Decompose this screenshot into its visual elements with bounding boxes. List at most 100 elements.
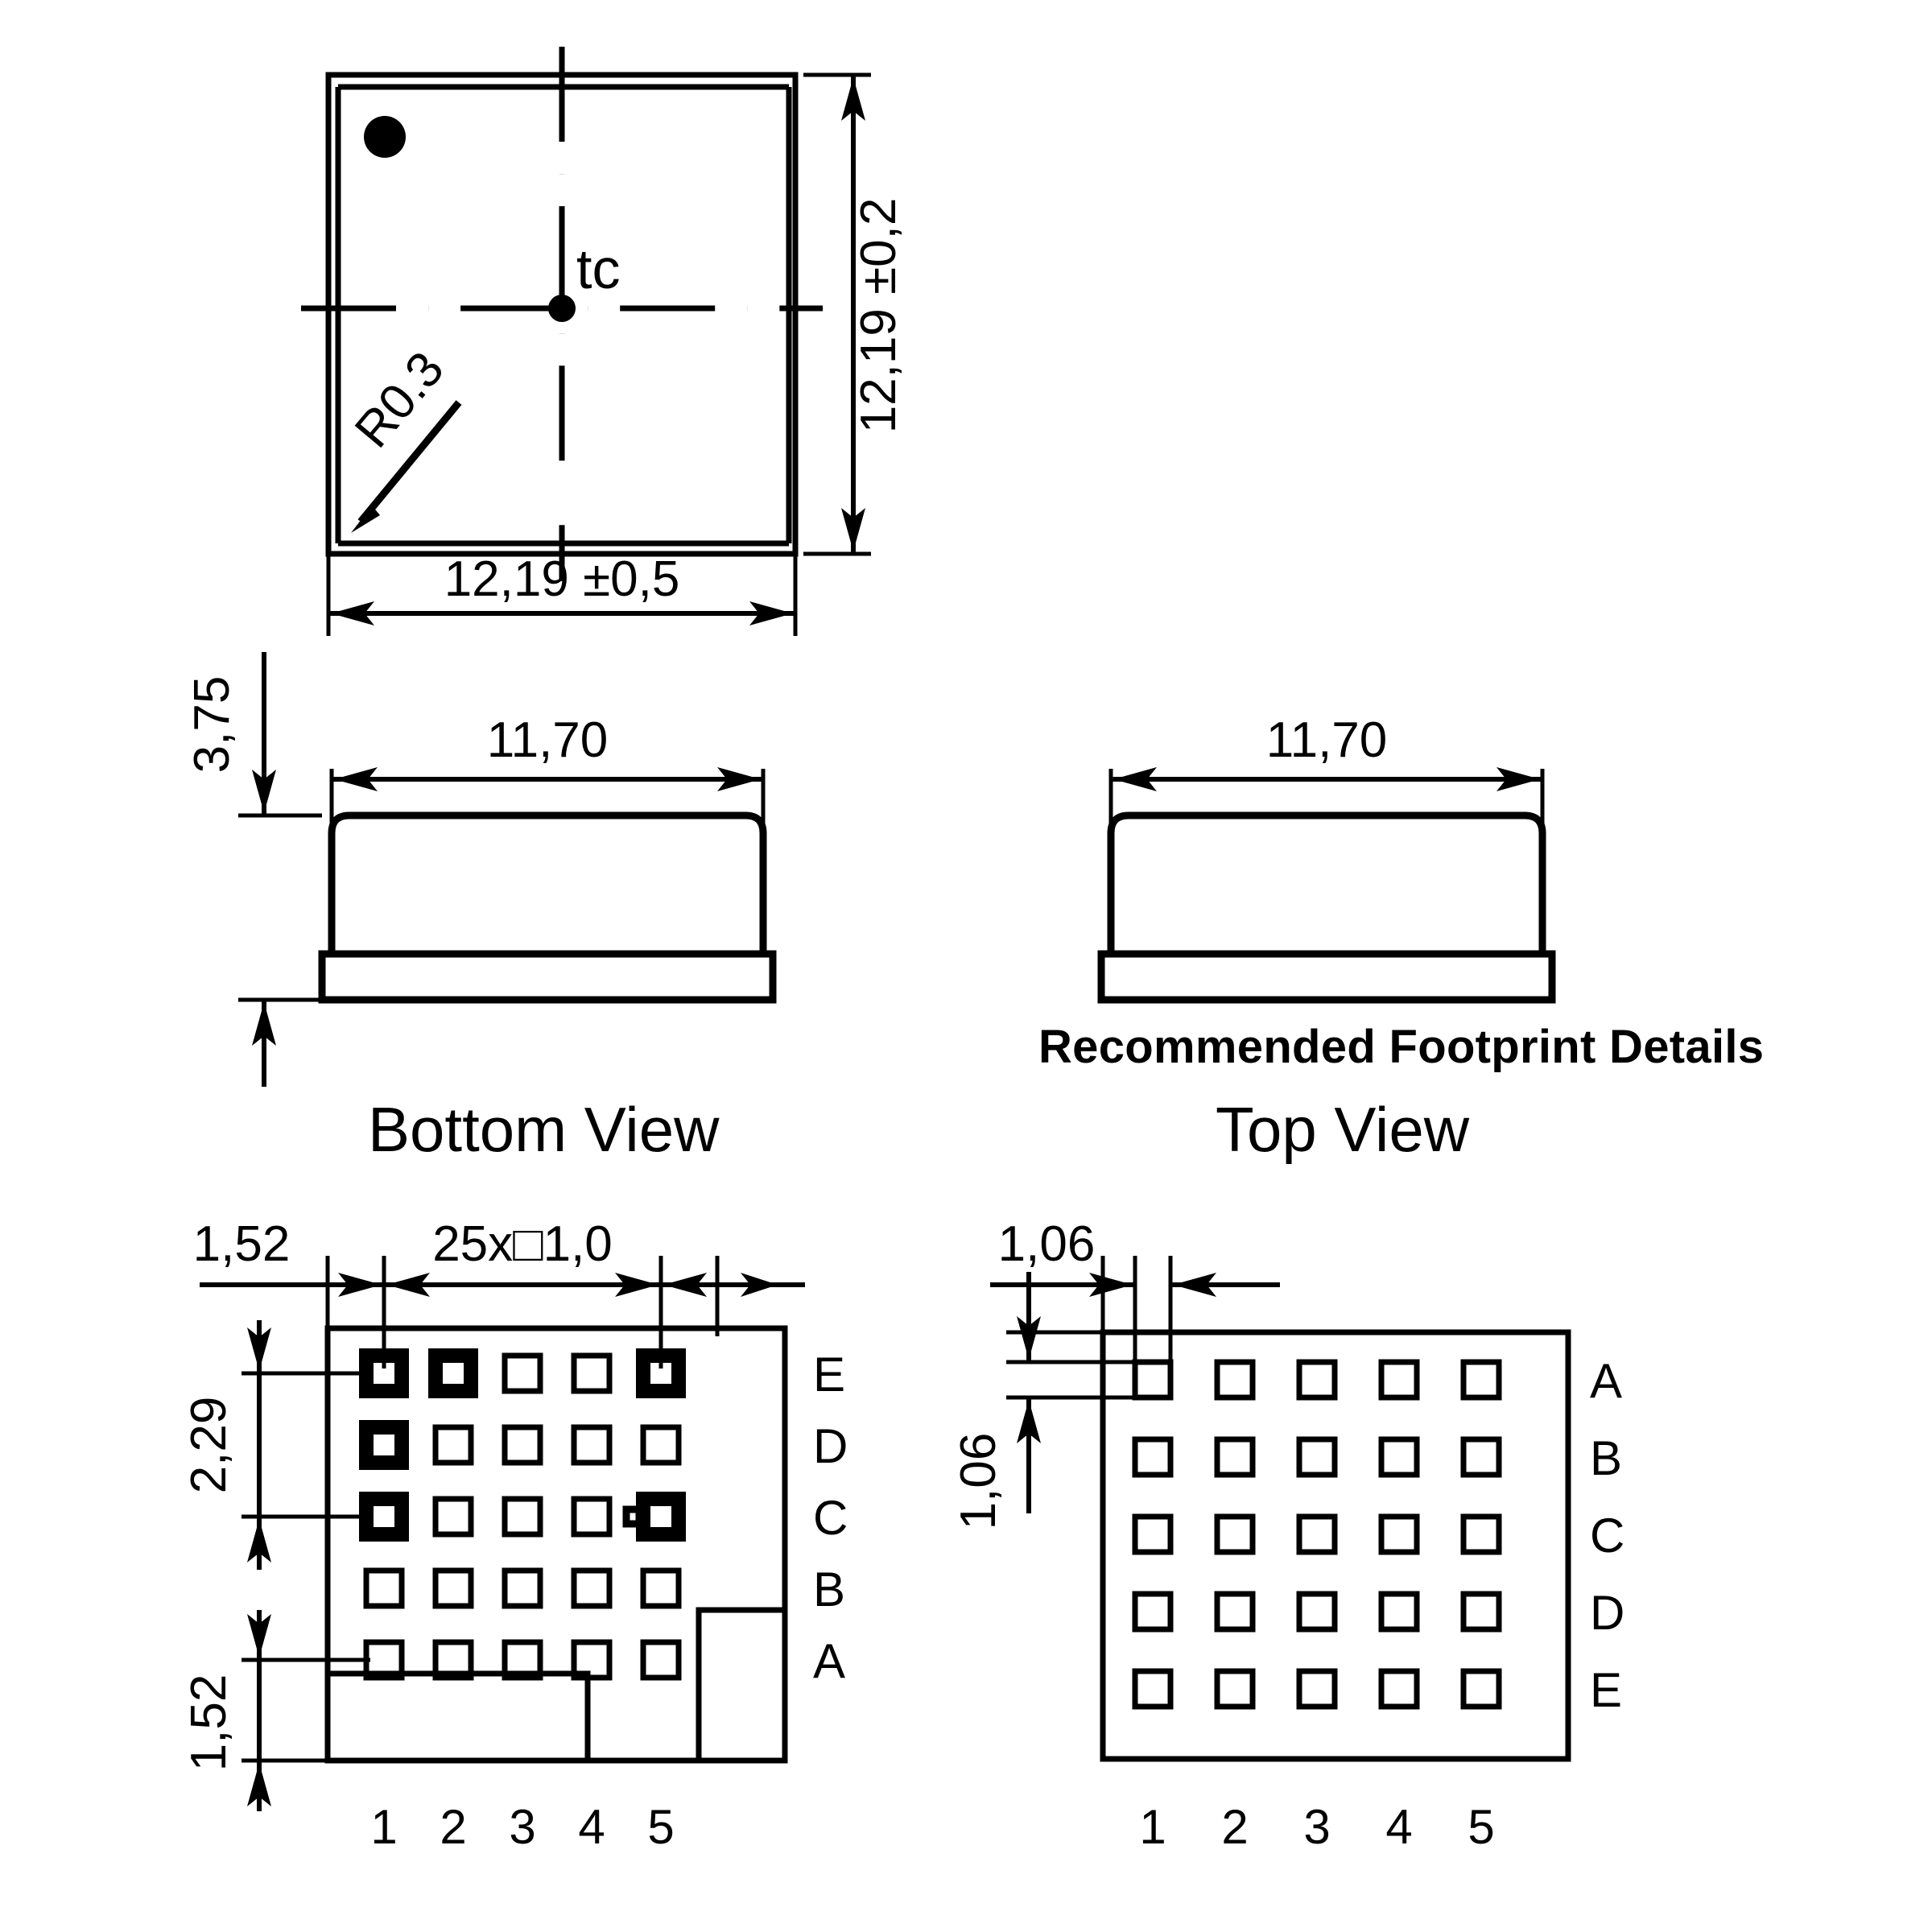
footprint-body-outline (1107, 811, 1546, 958)
pad-A2 (432, 1639, 474, 1681)
tv-pad-C4 (1378, 1513, 1420, 1555)
bv-arrow-152-bottom (247, 1763, 271, 1806)
bv-arrow-152-top (247, 1614, 271, 1657)
tv-row-label-B: B (1590, 1431, 1622, 1485)
tv-pad-C3 (1296, 1513, 1338, 1555)
bv-arrow-pitch-left (386, 1273, 430, 1297)
bottom-col-label-3: 3 (509, 1800, 535, 1854)
tv-pad-A5 (1460, 1359, 1502, 1401)
package-width-dimension: 12,19 ±0,5 (444, 551, 680, 607)
radius-leader-line (357, 400, 462, 524)
pad-C2 (432, 1496, 474, 1538)
pad-E3 (502, 1352, 543, 1394)
tv-col-label-4: 4 (1385, 1800, 1412, 1854)
side-body-outline (328, 811, 767, 958)
top-view: A B C D E 1 2 3 4 5 1,06 1,06 (951, 1216, 1624, 1854)
side-width-arrow-right (717, 767, 761, 791)
pad-B3 (502, 1567, 543, 1609)
tv-pad-E4 (1378, 1668, 1420, 1710)
bv-dim-edge-bottom: 1,52 (181, 1674, 237, 1772)
bv-arrow-pitch-right (615, 1273, 658, 1297)
tv-pad-D5 (1460, 1591, 1502, 1633)
width-arrow-left (331, 601, 374, 625)
tv-col-label-2: 2 (1221, 1800, 1248, 1854)
bottom-notch-right (696, 1607, 785, 1761)
bv-dim-pitch: 25x□1,0 (432, 1216, 613, 1272)
footprint-width-arrow-left (1113, 767, 1157, 791)
tv-row-label-D: D (1590, 1586, 1624, 1640)
side-width-arrow-left (334, 767, 378, 791)
tv-pad-B2 (1214, 1436, 1256, 1478)
bottom-col-label-4: 4 (578, 1800, 605, 1854)
pad-D2 (432, 1424, 474, 1466)
tv-pad-E2 (1214, 1668, 1256, 1710)
tv-pad-E3 (1296, 1668, 1338, 1710)
footprint-width-arrow-right (1496, 767, 1540, 791)
radius-leader-arrow (351, 506, 380, 533)
tv-row-label-A: A (1590, 1354, 1622, 1408)
bottom-row-label-E: E (813, 1348, 845, 1402)
pad-A3 (502, 1639, 543, 1681)
tv-pad-D4 (1378, 1591, 1420, 1633)
bv-arrow-edge-left (338, 1273, 382, 1297)
side-height-arrow-top (252, 770, 276, 813)
pad-C3 (502, 1496, 543, 1538)
top-package-view: tc R0.3 12,19 ±0,2 12,19 ±0,5 (301, 47, 906, 636)
bottom-col-label-1: 1 (370, 1800, 397, 1854)
pad-D4 (571, 1424, 613, 1466)
tv-arrow-h-left (1089, 1273, 1133, 1297)
pad-B2 (432, 1567, 474, 1609)
tv-arrow-v-top (1017, 1316, 1041, 1360)
thermal-center-dot (548, 295, 576, 322)
pad-C4 (571, 1496, 613, 1538)
tv-pad-A3 (1296, 1359, 1338, 1401)
bottom-row-label-A: A (813, 1634, 845, 1688)
bottom-body-outline (324, 1325, 788, 1764)
side-height-dimension: 3,75 (184, 676, 240, 774)
bottom-view-title: Bottom View (368, 1094, 720, 1165)
tv-dim-edge-horizontal: 1,06 (998, 1216, 1096, 1272)
pad-C5 (636, 1492, 686, 1542)
tv-pad-E5 (1460, 1668, 1502, 1710)
bottom-col-label-2: 2 (440, 1800, 466, 1854)
tv-pad-E1 (1132, 1668, 1174, 1710)
tv-row-label-E: E (1590, 1663, 1622, 1717)
tv-col-label-5: 5 (1468, 1800, 1494, 1854)
pad-A5 (640, 1639, 682, 1681)
tc-label: tc (576, 237, 620, 300)
footprint-width-dimension: 11,70 (1266, 712, 1388, 768)
bv-arrow-229-top (247, 1327, 271, 1371)
bottom-col-label-5: 5 (647, 1800, 674, 1854)
width-arrow-right (749, 601, 793, 625)
bottom-row-label-D: D (813, 1419, 848, 1473)
tv-pad-D3 (1296, 1591, 1338, 1633)
tv-pad-B4 (1378, 1436, 1420, 1478)
tv-pad-D1 (1132, 1591, 1174, 1633)
tv-arrow-h-right (1173, 1273, 1216, 1297)
side-height-arrow-bottom (252, 1002, 276, 1046)
tv-pad-B3 (1296, 1436, 1338, 1478)
pad-D1 (359, 1420, 409, 1470)
side-width-dimension: 11,70 (487, 712, 609, 768)
pad-E2 (428, 1348, 478, 1398)
tv-pad-D2 (1214, 1591, 1256, 1633)
bv-dim-row-pitch: 2,29 (181, 1397, 237, 1494)
bv-arrow-edge-right-b (741, 1273, 778, 1297)
pad-D3 (502, 1424, 543, 1466)
pad-B1 (363, 1567, 405, 1609)
top-body-outline (1100, 1329, 1571, 1762)
tv-pad-B1 (1132, 1436, 1174, 1478)
tv-pad-A1 (1132, 1359, 1174, 1401)
bottom-notch-lower-left (328, 1670, 591, 1761)
tv-pad-A2 (1214, 1359, 1256, 1401)
pad-B4 (571, 1567, 613, 1609)
tv-col-label-1: 1 (1139, 1800, 1166, 1854)
pad-B5 (640, 1567, 682, 1609)
bottom-row-label-C: C (813, 1491, 848, 1545)
side-view-right: 11,70 Recommended Footprint Details (1038, 712, 1764, 1073)
tv-pad-A4 (1378, 1359, 1420, 1401)
side-view-left: 11,70 3,75 (184, 652, 777, 1087)
tv-pad-C5 (1460, 1513, 1502, 1555)
top-view-title: Top View (1216, 1094, 1470, 1165)
